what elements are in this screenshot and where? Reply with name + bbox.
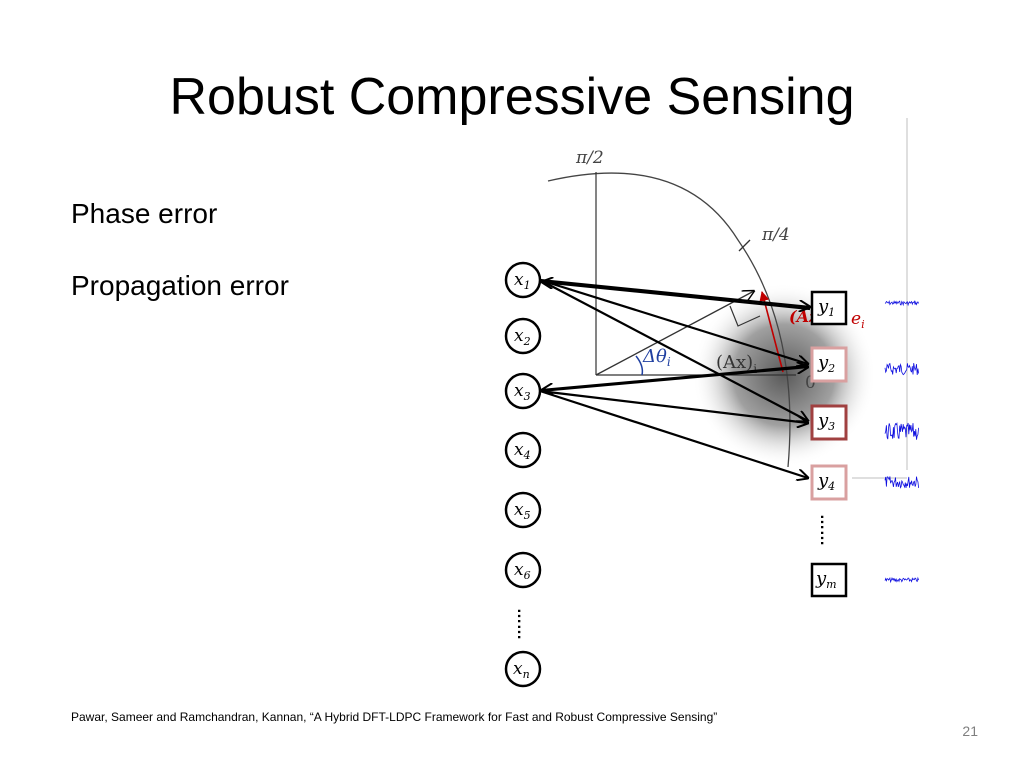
- variable-node-x4: x4: [504, 431, 542, 469]
- check-node-y4: y4: [810, 464, 848, 501]
- svg-text:x1: x1: [514, 270, 531, 292]
- svg-text:y3: y3: [817, 410, 835, 433]
- noise-trace-y2: [884, 362, 919, 376]
- delta-theta-arc: [635, 355, 644, 376]
- variable-node-x2: x2: [504, 317, 542, 355]
- svg-text:y1: y1: [817, 296, 835, 319]
- label-ax: (Ax)i: [716, 352, 757, 376]
- check-node-ym: ym: [810, 562, 848, 598]
- edge-x3-y1-reverse: [542, 282, 811, 311]
- variable-node-xn: xn: [504, 650, 542, 688]
- variable-node-x5: x5: [504, 491, 542, 529]
- bullet-phase-error: Phase error: [71, 198, 218, 229]
- svg-text:ym: ym: [815, 568, 837, 591]
- svg-text:x2: x2: [514, 326, 531, 348]
- edge-x3-y3: [539, 389, 808, 423]
- ax-vector: [595, 291, 754, 376]
- svg-text:x5: x5: [514, 500, 531, 522]
- pi4-tick: [738, 239, 751, 252]
- bullet-propagation-error: Propagation error: [71, 270, 289, 301]
- edge-x1-y3: [539, 279, 808, 421]
- svg-text:x6: x6: [514, 560, 531, 582]
- label-pi-over-4: π/4: [761, 225, 790, 245]
- noise-trace-y3: [884, 422, 919, 440]
- svg-text:x4: x4: [514, 440, 531, 462]
- label-pi-over-2: π/2: [575, 148, 604, 168]
- check-node-y1: y1: [810, 290, 848, 326]
- svg-text:xn: xn: [513, 659, 530, 681]
- footnote-citation: Pawar, Sameer and Ramchandran, Kannan, “…: [71, 710, 718, 724]
- check-node-y3: y3: [810, 404, 848, 441]
- svg-text:y4: y4: [817, 470, 835, 493]
- slide-title: Robust Compressive Sensing: [169, 68, 855, 126]
- check-node-y2: y2: [810, 346, 848, 383]
- check-ellipsis: ……: [817, 514, 834, 546]
- label-zero: 0: [805, 373, 816, 393]
- edge-x3-y4: [539, 389, 808, 478]
- edge-x1-y1: [539, 278, 810, 307]
- variable-node-x6: x6: [504, 551, 542, 589]
- noise-trace-y4: [884, 476, 919, 489]
- noise-trace-y1: [884, 299, 919, 307]
- right-angle-marker: [729, 305, 761, 327]
- svg-text:x3: x3: [514, 381, 531, 403]
- variable-node-x3: x3: [504, 372, 542, 410]
- variable-node-x1: x1: [504, 261, 542, 299]
- label-error-e: ei: [851, 309, 865, 331]
- edge-x1-y2: [539, 278, 808, 364]
- noise-trace-ym: [884, 576, 919, 584]
- svg-text:y2: y2: [817, 352, 835, 375]
- slide-number: 21: [962, 723, 978, 739]
- edge-y2-x3-reverse: [542, 364, 809, 390]
- variable-ellipsis: ……: [514, 608, 531, 640]
- unit-circle-arc: [547, 172, 791, 468]
- label-delta-theta: Δθi: [642, 346, 671, 369]
